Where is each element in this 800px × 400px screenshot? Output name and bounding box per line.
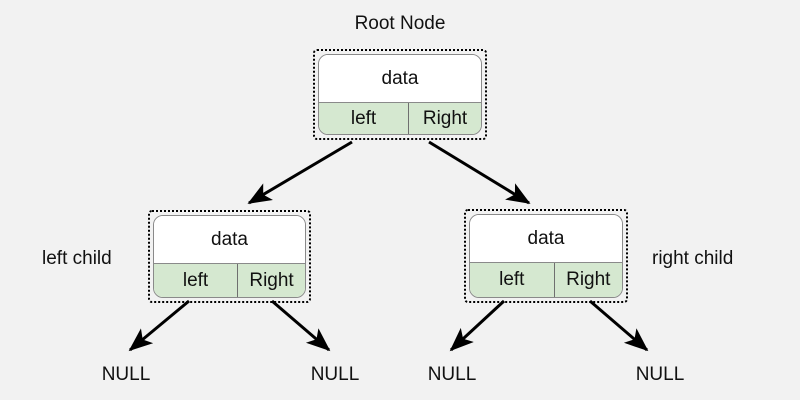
- null-leaf-3: NULL: [427, 364, 477, 385]
- left-child-label: left child: [42, 248, 112, 269]
- node-root[interactable]: data left Right: [313, 49, 487, 140]
- node-root-right-pointer: Right: [422, 107, 468, 129]
- edge-root-to-left-child: [247, 140, 353, 205]
- root-node-title: Root Node: [354, 13, 446, 34]
- null-leaf-1: NULL: [101, 364, 151, 385]
- node-right-child[interactable]: data left Right: [464, 209, 628, 303]
- node-root-left-pointer: left: [319, 103, 410, 134]
- node-left-child-pointer-row: left Right: [154, 264, 305, 297]
- node-root-inner: data left Right: [318, 54, 482, 135]
- edge-right-child-to-null-4: [589, 299, 649, 352]
- node-left-child-left-pointer: left: [154, 264, 239, 297]
- node-root-pointer-row: left Right: [319, 103, 481, 134]
- node-left-child-data-cell: data: [154, 216, 305, 264]
- edge-root-to-right-child: [428, 140, 531, 205]
- node-right-child-data-cell: data: [470, 215, 622, 263]
- node-left-child-inner: data left Right: [153, 215, 306, 298]
- edge-right-child-to-null-3: [449, 299, 506, 352]
- node-right-child-left-pointer: left: [470, 263, 555, 297]
- edge-left-child-to-null-2: [271, 299, 331, 352]
- null-leaf-4: NULL: [635, 364, 685, 385]
- node-left-child[interactable]: data left Right: [148, 210, 311, 303]
- node-right-child-pointer-row: left Right: [470, 263, 622, 297]
- null-leaf-2: NULL: [310, 364, 360, 385]
- node-right-child-right-pointer: Right: [566, 269, 611, 290]
- node-root-data-cell: data: [319, 55, 481, 103]
- node-right-child-inner: data left Right: [469, 214, 623, 298]
- node-left-child-right-pointer: Right: [249, 269, 294, 291]
- edge-left-child-to-null-1: [128, 299, 190, 352]
- right-child-label: right child: [652, 248, 734, 269]
